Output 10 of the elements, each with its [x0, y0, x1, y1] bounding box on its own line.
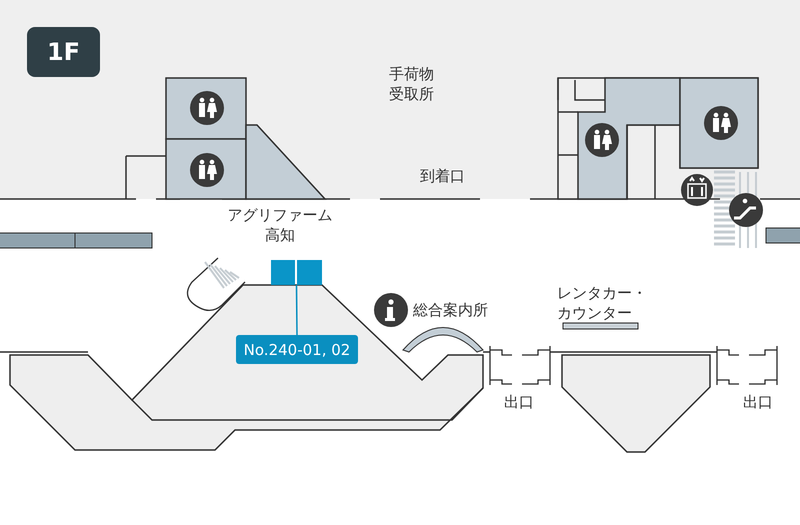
area-label: レンタカー・カウンター	[557, 283, 648, 324]
area-label: 総合案内所	[413, 300, 488, 320]
floor-badge: 1F	[27, 27, 100, 77]
shop-label: アグリファーム高知	[226, 205, 334, 246]
area-label: 手荷物受取所	[389, 64, 435, 104]
leader-line	[296, 285, 298, 335]
exit-label: 出口	[504, 392, 534, 412]
exit-label: 出口	[743, 392, 773, 412]
booth-number-tag: No.240-01, 02	[236, 335, 358, 364]
area-label: 到着口	[420, 166, 465, 186]
